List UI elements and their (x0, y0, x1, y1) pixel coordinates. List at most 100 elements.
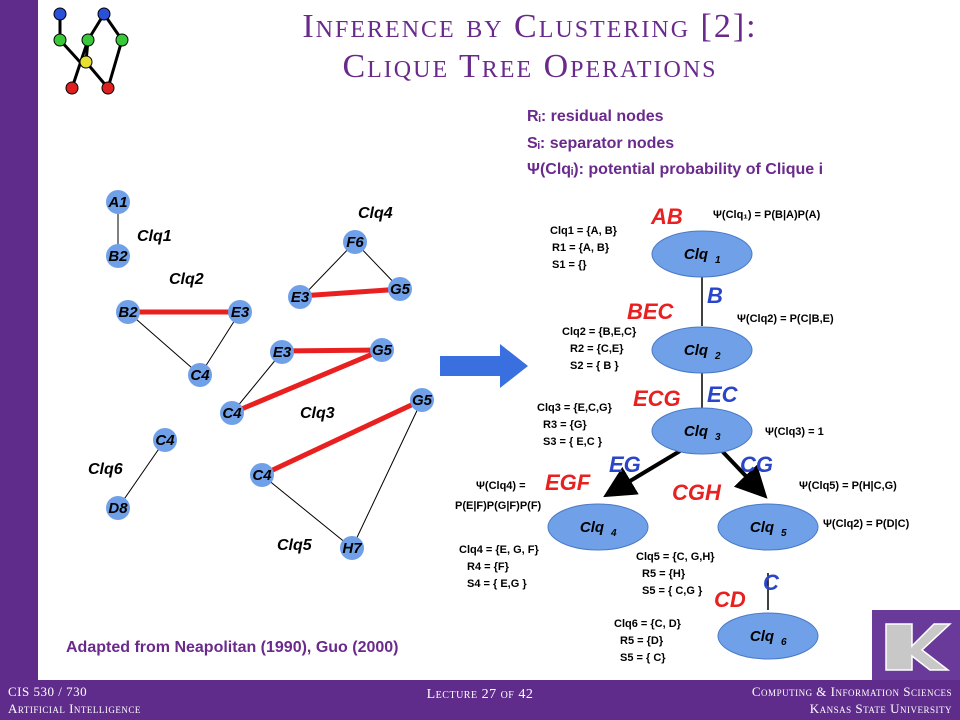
clique-vars-ab: AB (650, 204, 683, 229)
clique-subscript: 2 (714, 351, 721, 362)
separator-link-e3-g5 (299, 286, 403, 299)
clique-definition-line: S5 = { C,G } (642, 585, 703, 597)
variable-node: F6 (343, 230, 367, 254)
variable-node-label: C4 (252, 467, 272, 484)
variable-node-label: H7 (342, 540, 362, 557)
legend-residual: Rᵢ: residual nodes (527, 108, 664, 125)
variable-node-label: E3 (231, 304, 250, 321)
potential-clq2: Ψ(Clq2) = P(C|B,E) (737, 313, 834, 325)
clique-subscript: 5 (781, 528, 787, 539)
clique-vars-egf: EGF (545, 470, 591, 495)
tree-arrow-3-5 (720, 449, 768, 499)
variable-node-label: E3 (273, 344, 292, 361)
clique-subscript: 1 (715, 255, 721, 266)
edge-b2-c4 (127, 311, 201, 376)
clique-definition-line: S1 = {} (552, 259, 587, 271)
edge-f6-e3 (301, 241, 356, 298)
separator-label-cg: CG (740, 452, 773, 477)
variable-node: G5 (370, 338, 394, 362)
variable-node: C4 (153, 428, 177, 452)
variable-node: E3 (228, 300, 252, 324)
variable-node: D8 (106, 496, 130, 520)
variable-node: B2 (116, 300, 140, 324)
clique-node: Clq 6 (717, 612, 819, 660)
clique-definition-line: S2 = { B } (570, 360, 619, 372)
variable-node-label: G5 (390, 281, 411, 298)
footer-dept: Computing & Information Sciences (751, 684, 952, 699)
clique-definitions: Clq1 = {A, B}R1 = {A, B}S1 = {}Clq2 = {B… (459, 225, 715, 664)
clique-label-clq2: Clq2 (169, 271, 204, 288)
sidebar-band (0, 0, 38, 720)
variable-node: C4 (220, 401, 244, 425)
potential-clq1: Ψ(Clq₁) = P(B|A)P(A) (713, 209, 821, 221)
clique-definition-line: R5 = {H} (642, 568, 686, 580)
edge-g5-h7 (351, 399, 423, 549)
edge-e3-c4 (199, 311, 241, 376)
clique-label: Clq (684, 423, 708, 440)
clique-label: Clq (750, 628, 774, 645)
separator-link-c4-g5b (260, 397, 424, 478)
clique-subscript: 4 (610, 528, 617, 539)
variable-node-label: F6 (346, 234, 364, 251)
source-credit: Adapted from Neapolitan (1990), Guo (200… (66, 639, 399, 656)
clique-definition-line: R4 = {F} (467, 561, 510, 573)
clique-definition-line: Clq4 = {E, G, F} (459, 544, 539, 556)
footer-course: CIS 530 / 730 (8, 684, 88, 699)
clique-definition-line: R3 = {G} (543, 419, 587, 431)
variable-node: C4 (250, 463, 274, 487)
footer-bar (0, 680, 960, 720)
potential-clq6: Ψ(Clq2) = P(D|C) (823, 518, 910, 530)
variable-node: E3 (288, 285, 312, 309)
variable-node-label: C4 (155, 432, 175, 449)
clique-node: Clq 2 (651, 326, 753, 374)
legend-potential: Ψ(Clqᵢ): potential probability of Clique… (527, 161, 824, 178)
edge-c4-d8 (117, 439, 166, 509)
clique-label: Clq (684, 246, 708, 263)
edge-c4-h7 (261, 474, 353, 549)
clique-label-clq1: Clq1 (137, 228, 172, 245)
tree-arrow-3-4 (603, 449, 682, 498)
footer-lecture: Lecture 27 of 42 (426, 687, 534, 702)
clique-subscript: 3 (715, 432, 721, 443)
variable-node: B2 (106, 244, 130, 268)
variable-node: C4 (188, 363, 212, 387)
variable-node-label: B2 (108, 248, 128, 265)
variable-node-label: G5 (372, 342, 393, 359)
clique-subscript: 6 (781, 637, 787, 648)
clique-vars-cd: CD (714, 587, 746, 612)
clique-vars-ecg: ECG (633, 386, 681, 411)
clique-definition-line: Clq1 = {A, B} (550, 225, 618, 237)
clique-definition-line: Clq6 = {C, D} (614, 618, 682, 630)
potential-clq4-label: Ψ(Clq4) = (476, 480, 526, 492)
variable-node-label: G5 (412, 392, 433, 409)
legend-separator: Sᵢ: separator nodes (527, 135, 675, 152)
separator-label-eg: EG (609, 452, 641, 477)
clique-definition-line: R2 = {C,E} (570, 343, 624, 355)
transform-arrow-icon (440, 344, 528, 388)
clique-definition-line: R1 = {A, B} (552, 242, 610, 254)
variable-node-label: D8 (108, 500, 128, 517)
clique-label-clq3: Clq3 (300, 405, 335, 422)
bayes-net-logo-icon (53, 7, 129, 95)
potential-clq4-value: P(E|F)P(G|F)P(F) (455, 500, 542, 512)
variable-node: G5 (388, 277, 412, 301)
separator-link-c4-g5 (231, 347, 383, 416)
clique-label-clq5: Clq5 (277, 537, 313, 554)
potential-clq5: Ψ(Clq5) = P(H|C,G) (799, 480, 897, 492)
clique-vars-bec: BEC (627, 299, 675, 324)
variable-node-label: A1 (107, 194, 127, 211)
potential-clq3: Ψ(Clq3) = 1 (765, 426, 824, 438)
variable-node: G5 (410, 388, 434, 412)
variable-node-label: B2 (118, 304, 138, 321)
clique-label: Clq (684, 342, 708, 359)
footer-university: Kansas State University (809, 701, 952, 716)
variable-node-label: C4 (222, 405, 242, 422)
slide-title-line1: Inference by Clustering [2]: (302, 8, 758, 45)
clique-definition-line: R5 = {D} (620, 635, 664, 647)
slide-title-line2: Clique Tree Operations (342, 48, 718, 85)
clique-label: Clq (580, 519, 604, 536)
